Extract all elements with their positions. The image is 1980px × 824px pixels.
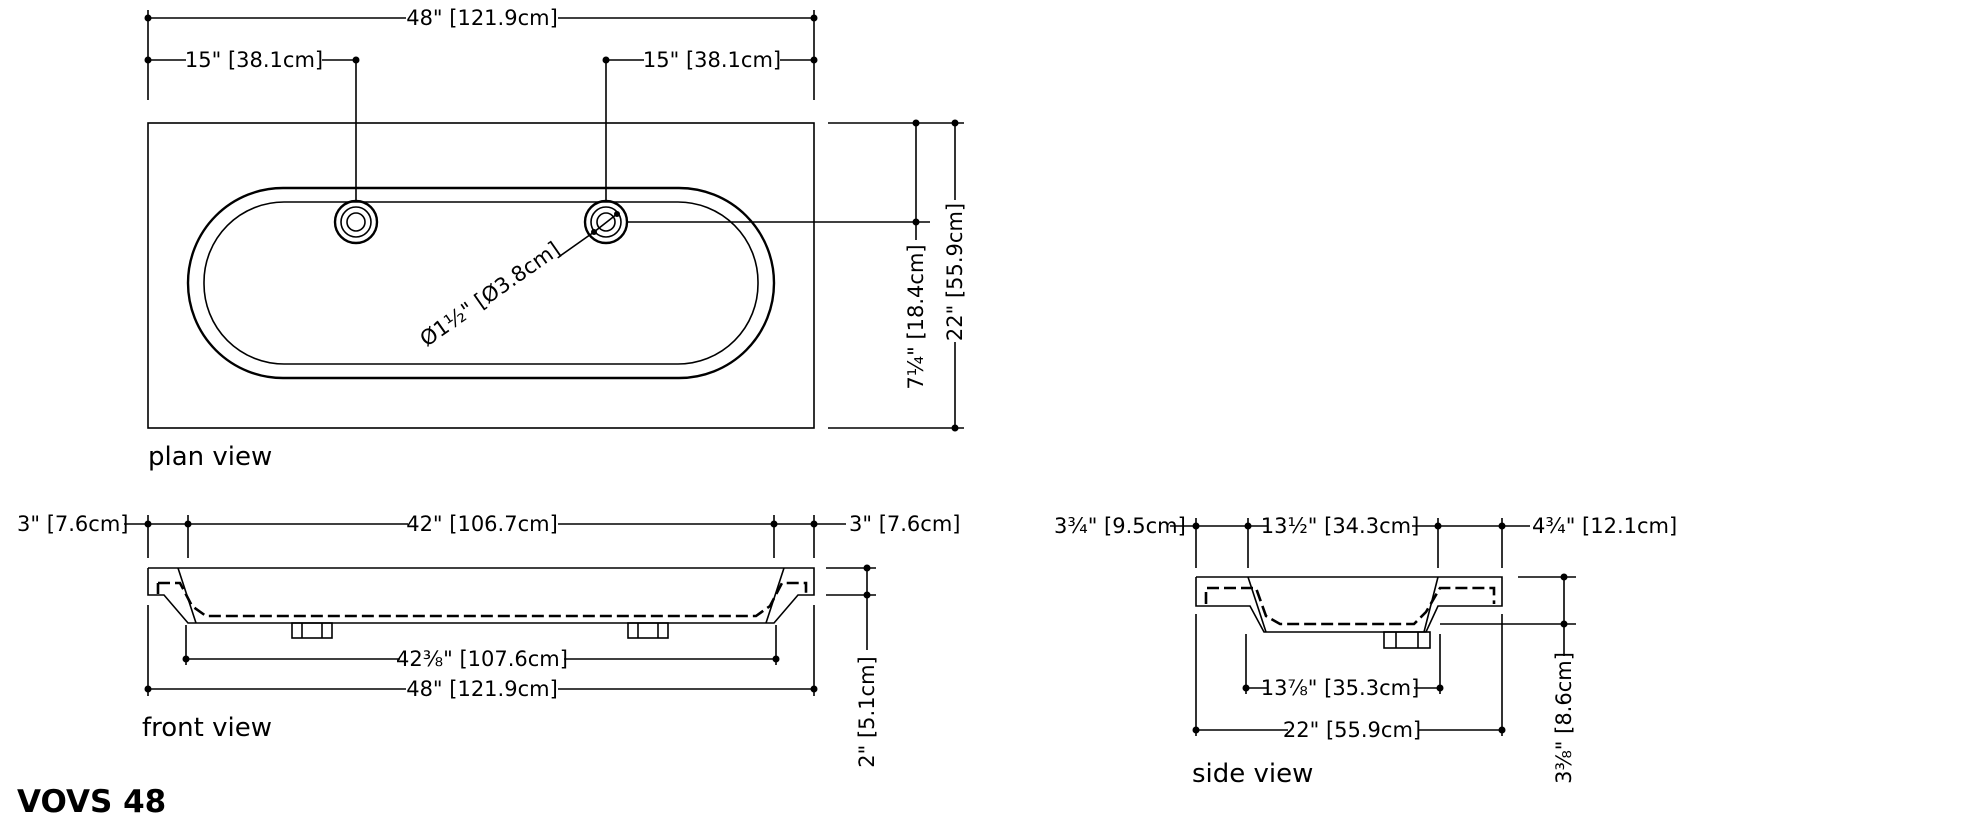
front-basin-bottom-width-label: 42⅜" [107.6cm] <box>396 647 568 671</box>
plan-basin-outer <box>186 186 776 380</box>
side-basin-height-label: 3⅜" [8.6cm] <box>1552 652 1576 784</box>
plan-overall-depth-label: 22" [55.9cm] <box>943 203 967 341</box>
left-drain-hole <box>333 199 379 245</box>
side-basin-bottom-depth-label: 13⅞" [35.3cm] <box>1261 676 1420 700</box>
plan-right-hole-offset-label: 15" [38.1cm] <box>643 48 781 72</box>
side-overall-depth-label: 22" [55.9cm] <box>1283 718 1421 742</box>
plan-overall-width-label: 48" [121.9cm] <box>406 6 558 30</box>
front-right-drain <box>627 622 669 639</box>
side-back-margin-label: 4¾" [12.1cm] <box>1532 514 1677 538</box>
front-view: 3" [7.6cm] 42" [106.7cm] 3" [7.6cm] 42⅜"… <box>17 512 960 768</box>
front-left-drain <box>291 622 333 639</box>
front-deck-outline <box>147 567 815 624</box>
product-title: VOVS 48 <box>17 784 166 820</box>
side-view-label: side view <box>1192 759 1313 789</box>
side-drain <box>1383 631 1431 649</box>
plan-left-hole-offset-label: 15" [38.1cm] <box>185 48 323 72</box>
side-front-margin-label: 3¾" [9.5cm] <box>1054 514 1186 538</box>
front-deck-thickness-label: 2" [5.1cm] <box>855 656 879 767</box>
plan-hole-diameter-label: Ø1½" [Ø3.8cm] <box>416 237 565 351</box>
plan-view-label: plan view <box>148 442 272 472</box>
plan-hole-center-depth-label: 7¼" [18.4cm] <box>904 244 928 389</box>
side-basin-dashed <box>1204 586 1496 626</box>
front-right-margin-label: 3" [7.6cm] <box>849 512 960 536</box>
plan-view: 48" [121.9cm] 15" [38.1cm] 15" [38.1cm] … <box>144 6 967 472</box>
side-basin-top-depth-label: 13½" [34.3cm] <box>1261 514 1420 538</box>
front-overall-width-label: 48" [121.9cm] <box>406 677 558 701</box>
plan-slab-outline <box>147 122 815 429</box>
plan-basin-inner <box>203 201 759 365</box>
front-basin-top-width-label: 42" [106.7cm] <box>406 512 558 536</box>
side-view: 3¾" [9.5cm] 13½" [34.3cm] 4¾" [12.1cm] 1… <box>1054 514 1677 789</box>
front-basin-dashed <box>158 581 808 618</box>
front-left-margin-label: 3" [7.6cm] <box>17 512 128 536</box>
front-view-label: front view <box>142 713 272 743</box>
